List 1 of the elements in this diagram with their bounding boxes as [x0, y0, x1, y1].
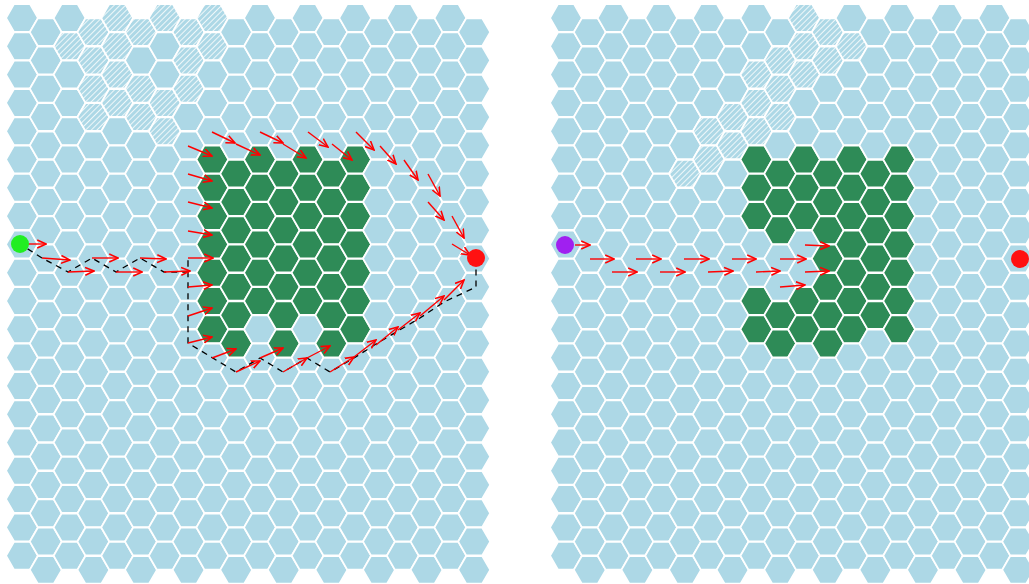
- path-line: [26, 248, 477, 373]
